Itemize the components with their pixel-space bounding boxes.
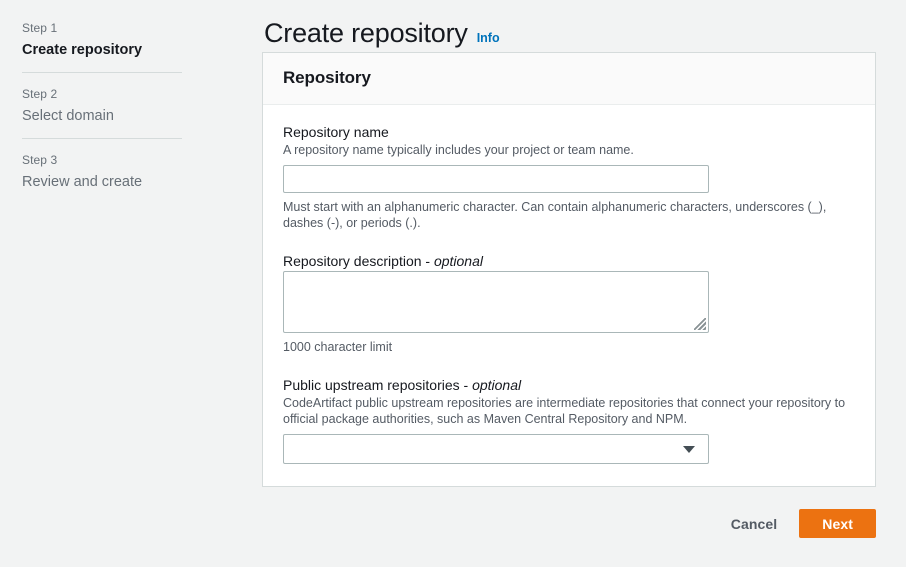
repository-name-field: Repository name A repository name typica… bbox=[283, 123, 855, 231]
repository-description-field: Repository description - optional 1000 c… bbox=[283, 252, 855, 355]
cancel-button[interactable]: Cancel bbox=[721, 510, 788, 538]
page-title: Create repository bbox=[264, 18, 468, 48]
wizard-step-1[interactable]: Step 1 Create repository bbox=[22, 20, 182, 73]
repository-name-hint: Must start with an alphanumeric characte… bbox=[283, 200, 827, 230]
wizard-step-3-title: Review and create bbox=[22, 174, 143, 190]
public-upstream-repositories-optional-text: optional bbox=[472, 377, 522, 393]
wizard-step-1-title: Create repository bbox=[22, 42, 143, 58]
repository-name-label: Repository name bbox=[283, 124, 389, 140]
repository-card-header: Repository bbox=[263, 53, 875, 105]
public-upstream-repositories-label: Public upstream repositories - optional bbox=[283, 376, 855, 394]
repository-name-description: A repository name typically includes you… bbox=[283, 143, 634, 157]
public-upstream-repositories-description: CodeArtifact public upstream repositorie… bbox=[283, 396, 846, 426]
repository-description-hint: 1000 character limit bbox=[283, 340, 393, 354]
public-upstream-repositories-field: Public upstream repositories - optional … bbox=[283, 376, 855, 464]
public-upstream-repositories-label-text: Public upstream repositories - bbox=[283, 377, 473, 393]
repository-card: Repository Repository name A repository … bbox=[262, 52, 876, 487]
wizard-steps-sidebar: Step 1 Create repository Step 2 Select d… bbox=[0, 0, 210, 204]
wizard-step-2[interactable]: Step 2 Select domain bbox=[22, 73, 182, 139]
repository-description-label: Repository description - optional bbox=[283, 252, 855, 270]
repository-card-title: Repository bbox=[283, 68, 371, 87]
wizard-step-2-number: Step 2 bbox=[22, 87, 58, 101]
main-content: Create repository Info Repository Reposi… bbox=[262, 0, 876, 538]
repository-name-input[interactable] bbox=[283, 165, 709, 193]
repository-description-textarea[interactable] bbox=[283, 271, 709, 333]
repository-description-textarea-wrap bbox=[283, 271, 709, 333]
wizard-step-3-number: Step 3 bbox=[22, 153, 58, 167]
info-link[interactable]: Info bbox=[476, 31, 500, 45]
wizard-step-1-number: Step 1 bbox=[22, 21, 58, 35]
wizard-step-2-title: Select domain bbox=[22, 108, 114, 124]
public-upstream-repositories-select-wrap bbox=[283, 434, 709, 464]
public-upstream-repositories-select[interactable] bbox=[283, 434, 709, 464]
repository-description-optional-text: optional bbox=[433, 253, 483, 269]
wizard-actions: Cancel Next bbox=[262, 487, 876, 538]
wizard-step-3[interactable]: Step 3 Review and create bbox=[22, 139, 182, 204]
repository-description-label-text: Repository description - bbox=[283, 253, 434, 269]
repository-card-body: Repository name A repository name typica… bbox=[263, 105, 875, 486]
page-heading: Create repository Info bbox=[262, 0, 876, 52]
next-button[interactable]: Next bbox=[799, 509, 876, 538]
